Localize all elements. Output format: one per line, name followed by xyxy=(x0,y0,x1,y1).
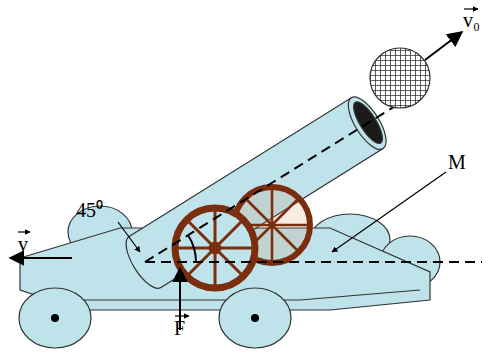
mass-label: M xyxy=(448,152,466,172)
angle-label: 45⁰ xyxy=(76,200,103,220)
velocity-label: v xyxy=(18,234,28,254)
velocity-label: v₀ xyxy=(463,10,480,30)
force-label: F xyxy=(174,318,185,338)
